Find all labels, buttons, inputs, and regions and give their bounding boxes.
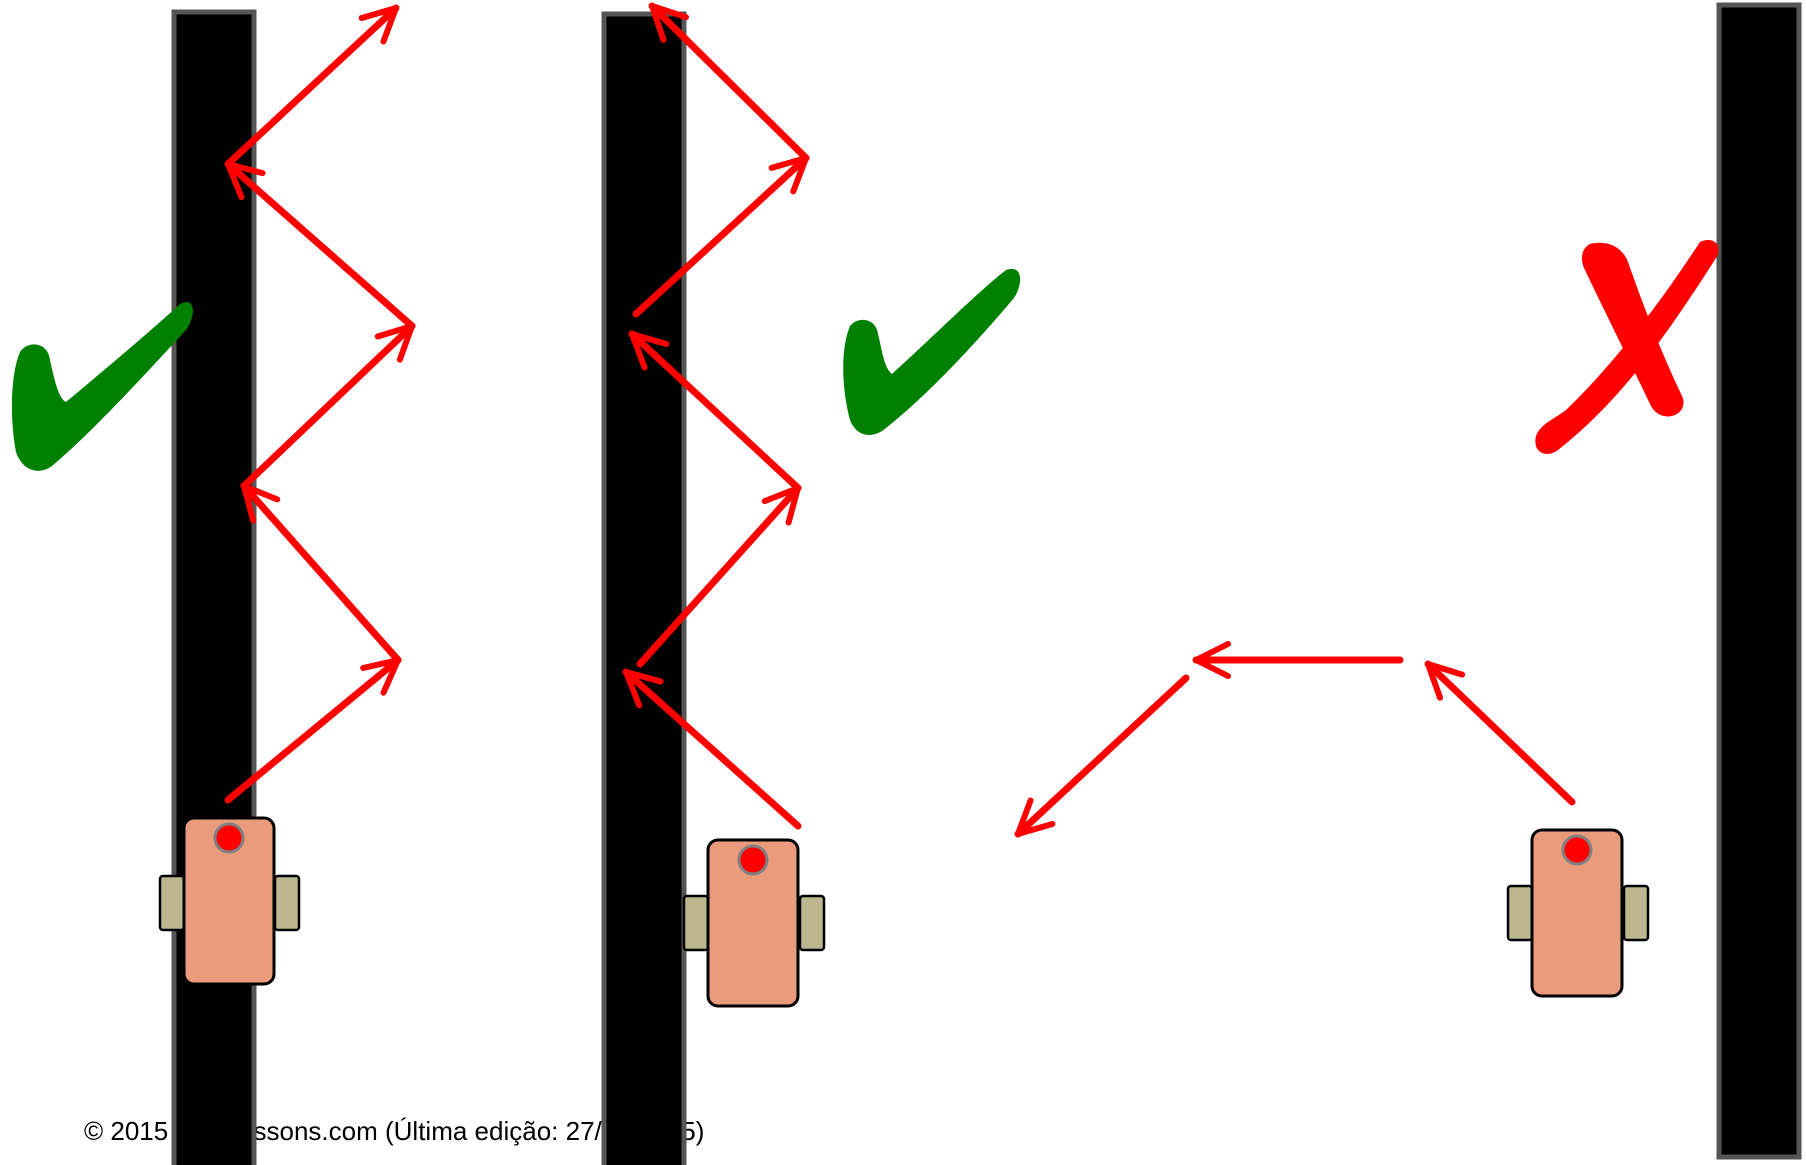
path-right [1014,641,1576,838]
path-arrow [224,656,402,804]
path-arrow [636,484,802,668]
robot-right [1506,828,1650,998]
path-left [224,4,416,804]
cross-icon [1535,239,1719,454]
light-sensor [737,844,769,876]
check-icon [843,268,1021,435]
path-arrow [1424,660,1576,806]
line-middle [601,11,687,1165]
line-left [171,9,257,1165]
robot-body [182,816,276,986]
wheel [273,874,301,932]
robot-body [1530,828,1624,998]
path-arrow [622,668,802,830]
path-arrow [240,322,416,490]
wheel [1622,884,1650,942]
wheel [682,894,710,952]
path-arrow [632,154,810,318]
line-right [1716,2,1802,1160]
wheel [158,874,186,932]
path-arrow [240,482,402,664]
robot-body [706,838,800,1008]
light-sensor [1561,834,1593,866]
check-icon [11,302,193,471]
path-arrow [628,330,802,492]
path-middle [622,2,810,830]
wheel [798,894,826,952]
path-arrow [224,4,400,168]
path-arrow [648,2,810,162]
path-arrow [1014,674,1190,838]
path-arrow [224,160,416,330]
robot-left [158,816,301,986]
wheel [1506,884,1534,942]
robot-middle [682,838,826,1008]
light-sensor [213,822,245,854]
